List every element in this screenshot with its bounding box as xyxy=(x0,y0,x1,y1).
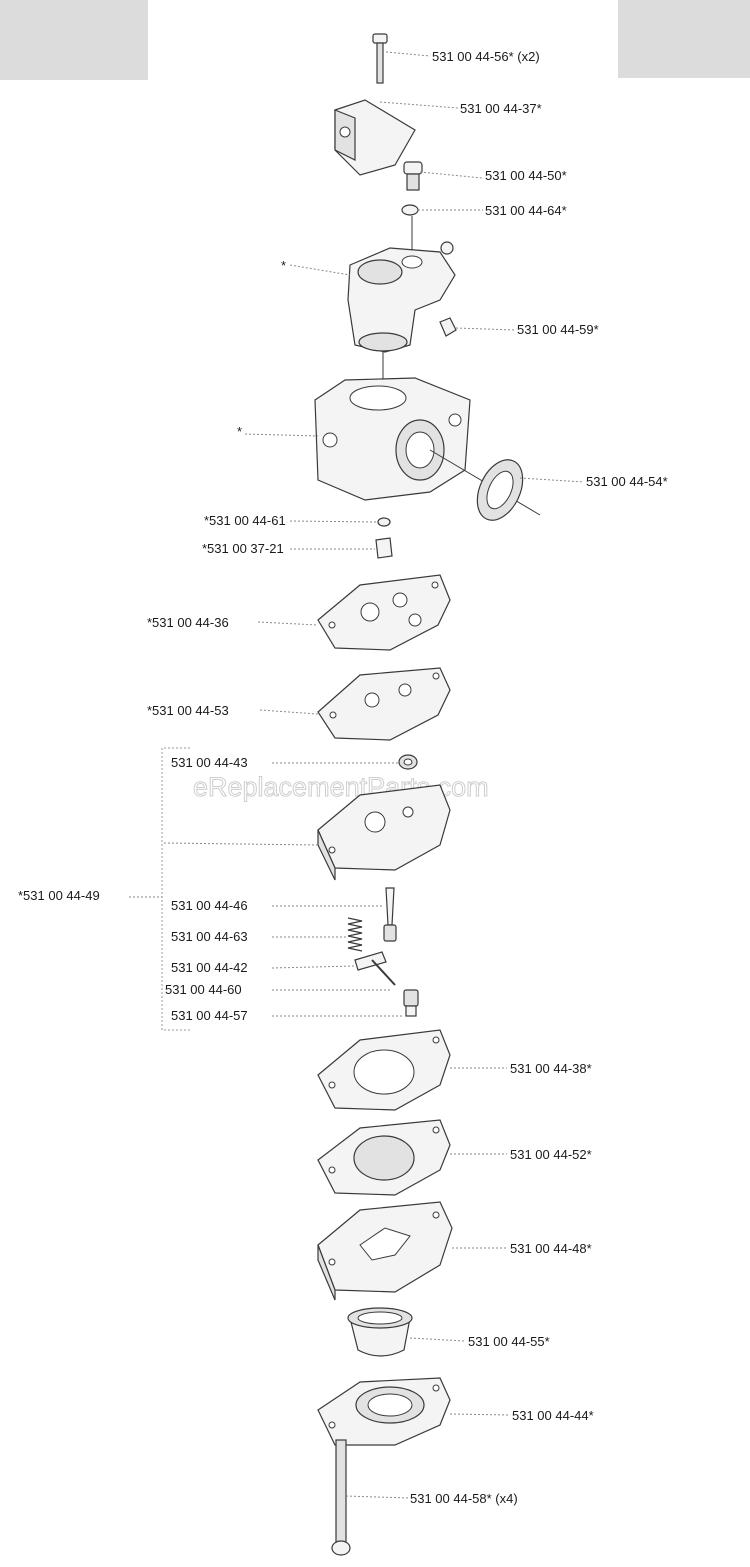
label-531-00-44-37: 531 00 44-37* xyxy=(460,101,542,116)
label-531-00-44-38: 531 00 44-38* xyxy=(510,1061,592,1076)
primer-cover-icon xyxy=(317,1377,451,1446)
bracket-plate-icon xyxy=(334,99,416,176)
label-531-00-44-46: 531 00 44-46 xyxy=(171,898,248,913)
o-ring-icon xyxy=(377,517,391,527)
gasket-icon xyxy=(317,574,451,651)
label-531-00-44-63: 531 00 44-63 xyxy=(171,929,248,944)
corner-pattern-left xyxy=(0,0,148,80)
label-531-00-37-21: *531 00 37-21 xyxy=(202,541,284,556)
long-screw-icon xyxy=(331,1439,351,1556)
seal-ring-icon xyxy=(476,459,524,521)
needle-valve-icon xyxy=(383,887,397,942)
throttle-housing-icon xyxy=(347,241,456,353)
pump-cover-icon xyxy=(317,1201,453,1301)
label-531-00-44-56-x2: 531 00 44-56* (x2) xyxy=(432,49,540,64)
plug-icon xyxy=(403,161,423,191)
lever-icon xyxy=(354,951,387,971)
screw-icon xyxy=(372,33,388,84)
label-531-00-44-55: 531 00 44-55* xyxy=(468,1334,550,1349)
primer-bulb-icon xyxy=(347,1307,413,1357)
label-star-upper: * xyxy=(281,258,286,273)
label-531-00-44-48: 531 00 44-48* xyxy=(510,1241,592,1256)
metering-cover-icon xyxy=(317,784,451,881)
label-531-00-44-60: 531 00 44-60 xyxy=(165,982,242,997)
screw-small-icon xyxy=(403,989,419,1017)
pump-diaphragm-icon xyxy=(317,1119,451,1196)
label-531-00-44-44: 531 00 44-44* xyxy=(512,1408,594,1423)
label-531-00-44-54: 531 00 44-54* xyxy=(586,474,668,489)
spring-icon xyxy=(347,917,363,952)
gasket-lower-icon xyxy=(317,1029,451,1111)
label-531-00-44-43: 531 00 44-43 xyxy=(171,755,248,770)
label-531-00-44-42: 531 00 44-42 xyxy=(171,960,248,975)
fuel-fitting-icon xyxy=(375,537,393,559)
label-531-00-44-58-x4: 531 00 44-58* (x4) xyxy=(410,1491,518,1506)
pin-icon xyxy=(371,959,396,986)
label-531-00-44-36: *531 00 44-36 xyxy=(147,615,229,630)
label-531-00-44-52: 531 00 44-52* xyxy=(510,1147,592,1162)
group-bracket xyxy=(161,747,190,1031)
corner-pattern-right xyxy=(618,0,750,78)
label-531-00-44-57: 531 00 44-57 xyxy=(171,1008,248,1023)
label-531-00-44-49: *531 00 44-49 xyxy=(18,888,100,903)
label-531-00-44-64: 531 00 44-64* xyxy=(485,203,567,218)
label-531-00-44-61: *531 00 44-61 xyxy=(204,513,286,528)
label-star-body: * xyxy=(237,424,242,439)
washer-icon xyxy=(401,204,419,216)
carburetor-body-icon xyxy=(314,377,471,501)
label-531-00-44-53: *531 00 44-53 xyxy=(147,703,229,718)
diaphragm-icon xyxy=(317,667,451,741)
label-531-00-44-50: 531 00 44-50* xyxy=(485,168,567,183)
o-ring-small-icon xyxy=(398,754,418,770)
clip-icon xyxy=(439,317,457,337)
label-531-00-44-59: 531 00 44-59* xyxy=(517,322,599,337)
